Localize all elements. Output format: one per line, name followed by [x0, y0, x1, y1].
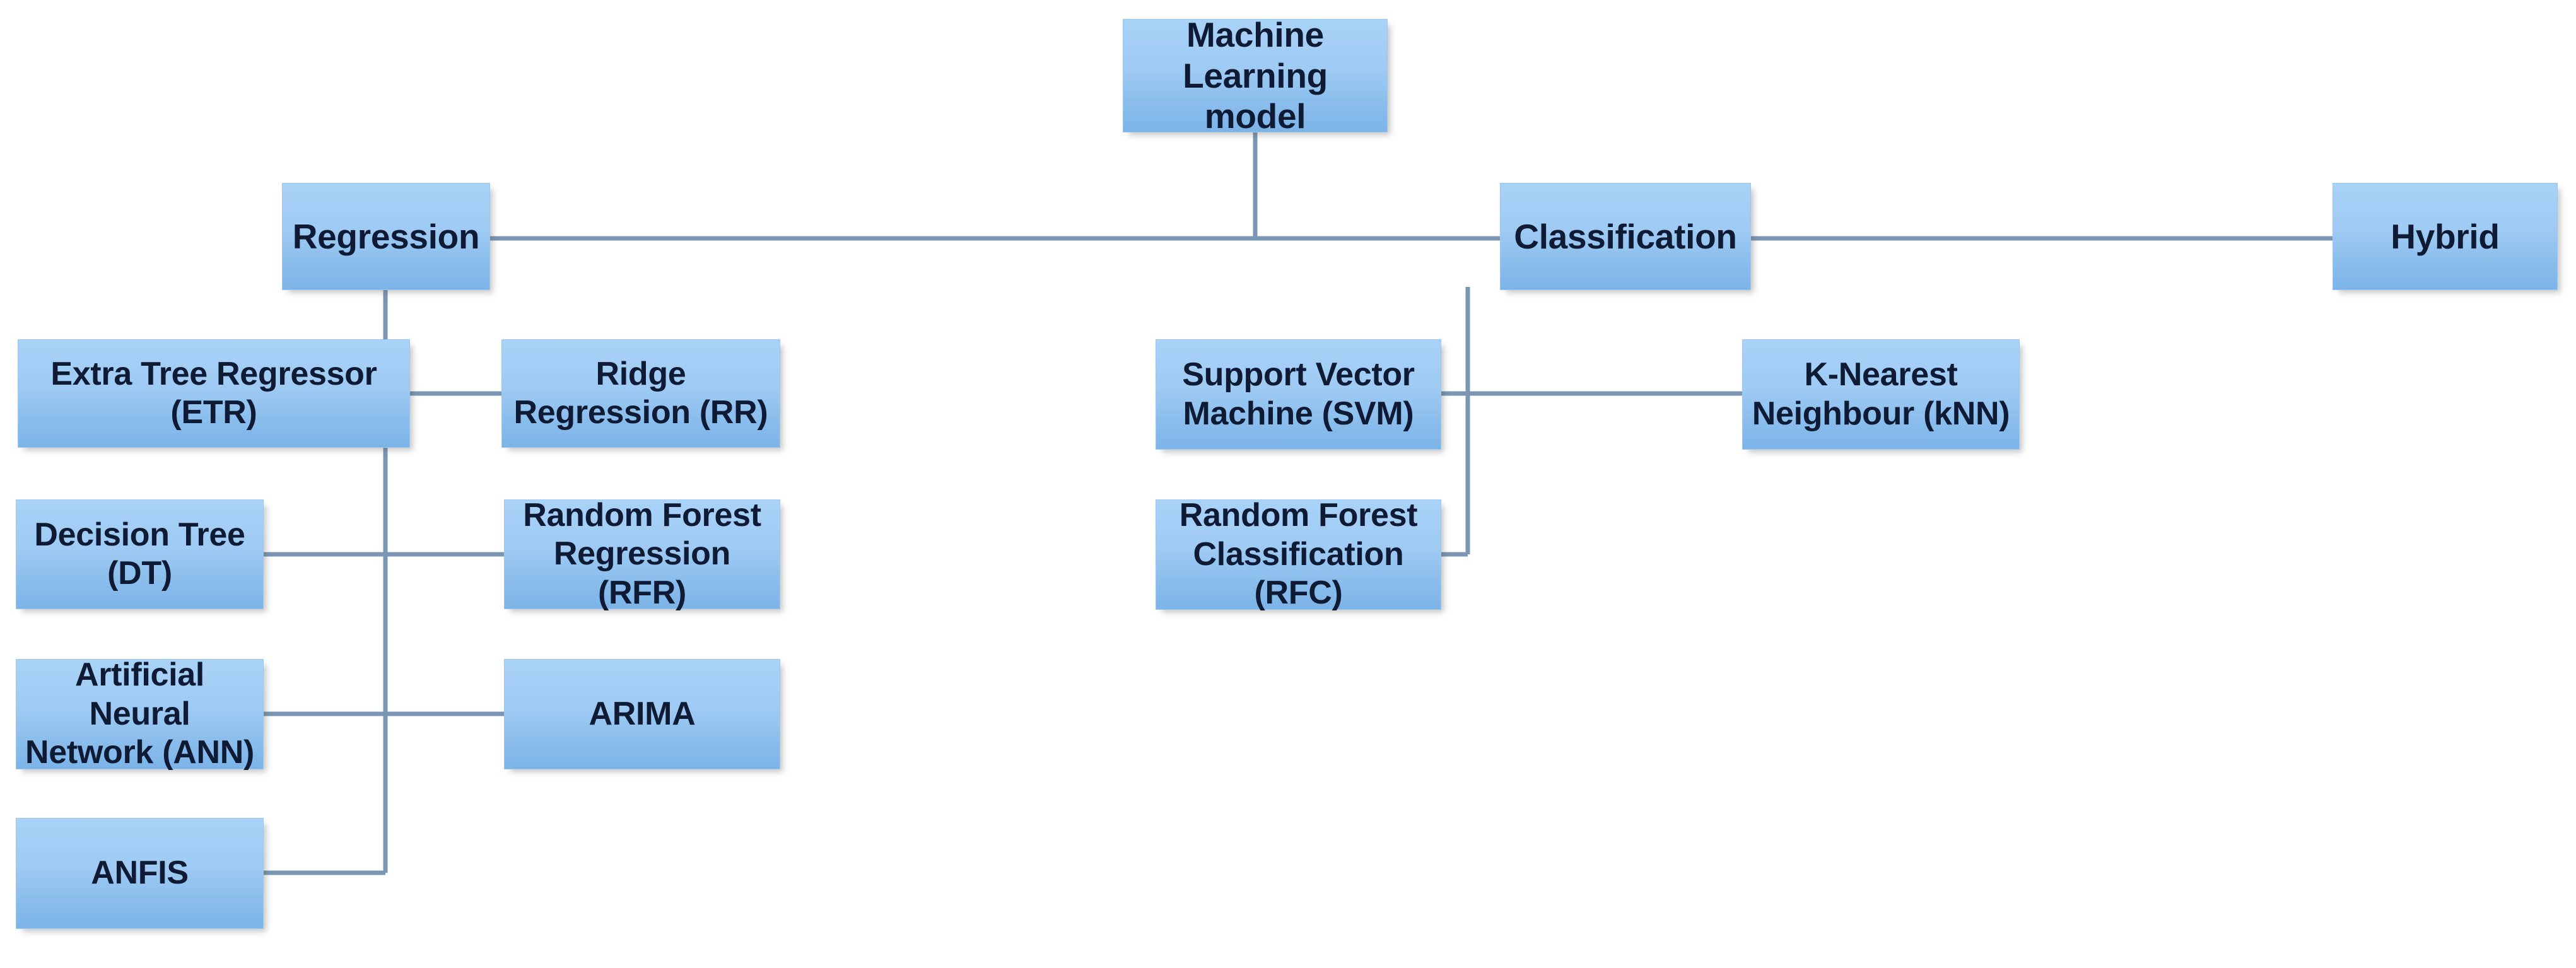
node-label: Ridge Regression (RR) — [513, 355, 768, 431]
node-extra-tree-regressor[interactable]: Extra Tree Regressor (ETR) — [18, 339, 410, 448]
node-label: Extra Tree Regressor (ETR) — [50, 355, 377, 431]
node-label: Classification — [1514, 216, 1737, 256]
node-random-forest-regression[interactable]: Random Forest Regression (RFR) — [504, 496, 780, 611]
node-support-vector-machine[interactable]: Support Vector Machine (SVM) — [1156, 339, 1441, 450]
node-regression[interactable]: Regression — [282, 183, 490, 290]
node-label: K-Nearest Neighbour (kNN) — [1752, 356, 2010, 432]
node-label: Hybrid — [2391, 216, 2500, 256]
node-decision-tree[interactable]: Decision Tree (DT) — [16, 499, 264, 609]
node-k-nearest-neighbour[interactable]: K-Nearest Neighbour (kNN) — [1742, 339, 2020, 450]
node-label: Random Forest Regression (RFR) — [523, 496, 761, 611]
node-arima[interactable]: ARIMA — [504, 659, 780, 769]
node-label: Decision Tree (DT) — [34, 516, 245, 592]
node-ridge-regression[interactable]: Ridge Regression (RR) — [501, 339, 780, 448]
node-label: Regression — [292, 216, 480, 256]
node-label: Artificial Neural Network (ANN) — [25, 656, 254, 771]
node-random-forest-classification[interactable]: Random Forest Classification (RFC) — [1156, 497, 1441, 612]
node-label: ARIMA — [588, 695, 696, 732]
node-anfis[interactable]: ANFIS — [16, 818, 264, 929]
node-label: ANFIS — [91, 854, 189, 892]
node-machine-learning-model[interactable]: Machine Learning model — [1123, 15, 1388, 136]
node-classification[interactable]: Classification — [1500, 183, 1751, 290]
node-label: Support Vector Machine (SVM) — [1182, 356, 1415, 432]
node-label: Machine Learning model — [1183, 15, 1328, 136]
node-artificial-neural-network[interactable]: Artificial Neural Network (ANN) — [16, 656, 264, 771]
node-label: Random Forest Classification (RFC) — [1179, 497, 1418, 612]
node-hybrid[interactable]: Hybrid — [2333, 183, 2558, 290]
